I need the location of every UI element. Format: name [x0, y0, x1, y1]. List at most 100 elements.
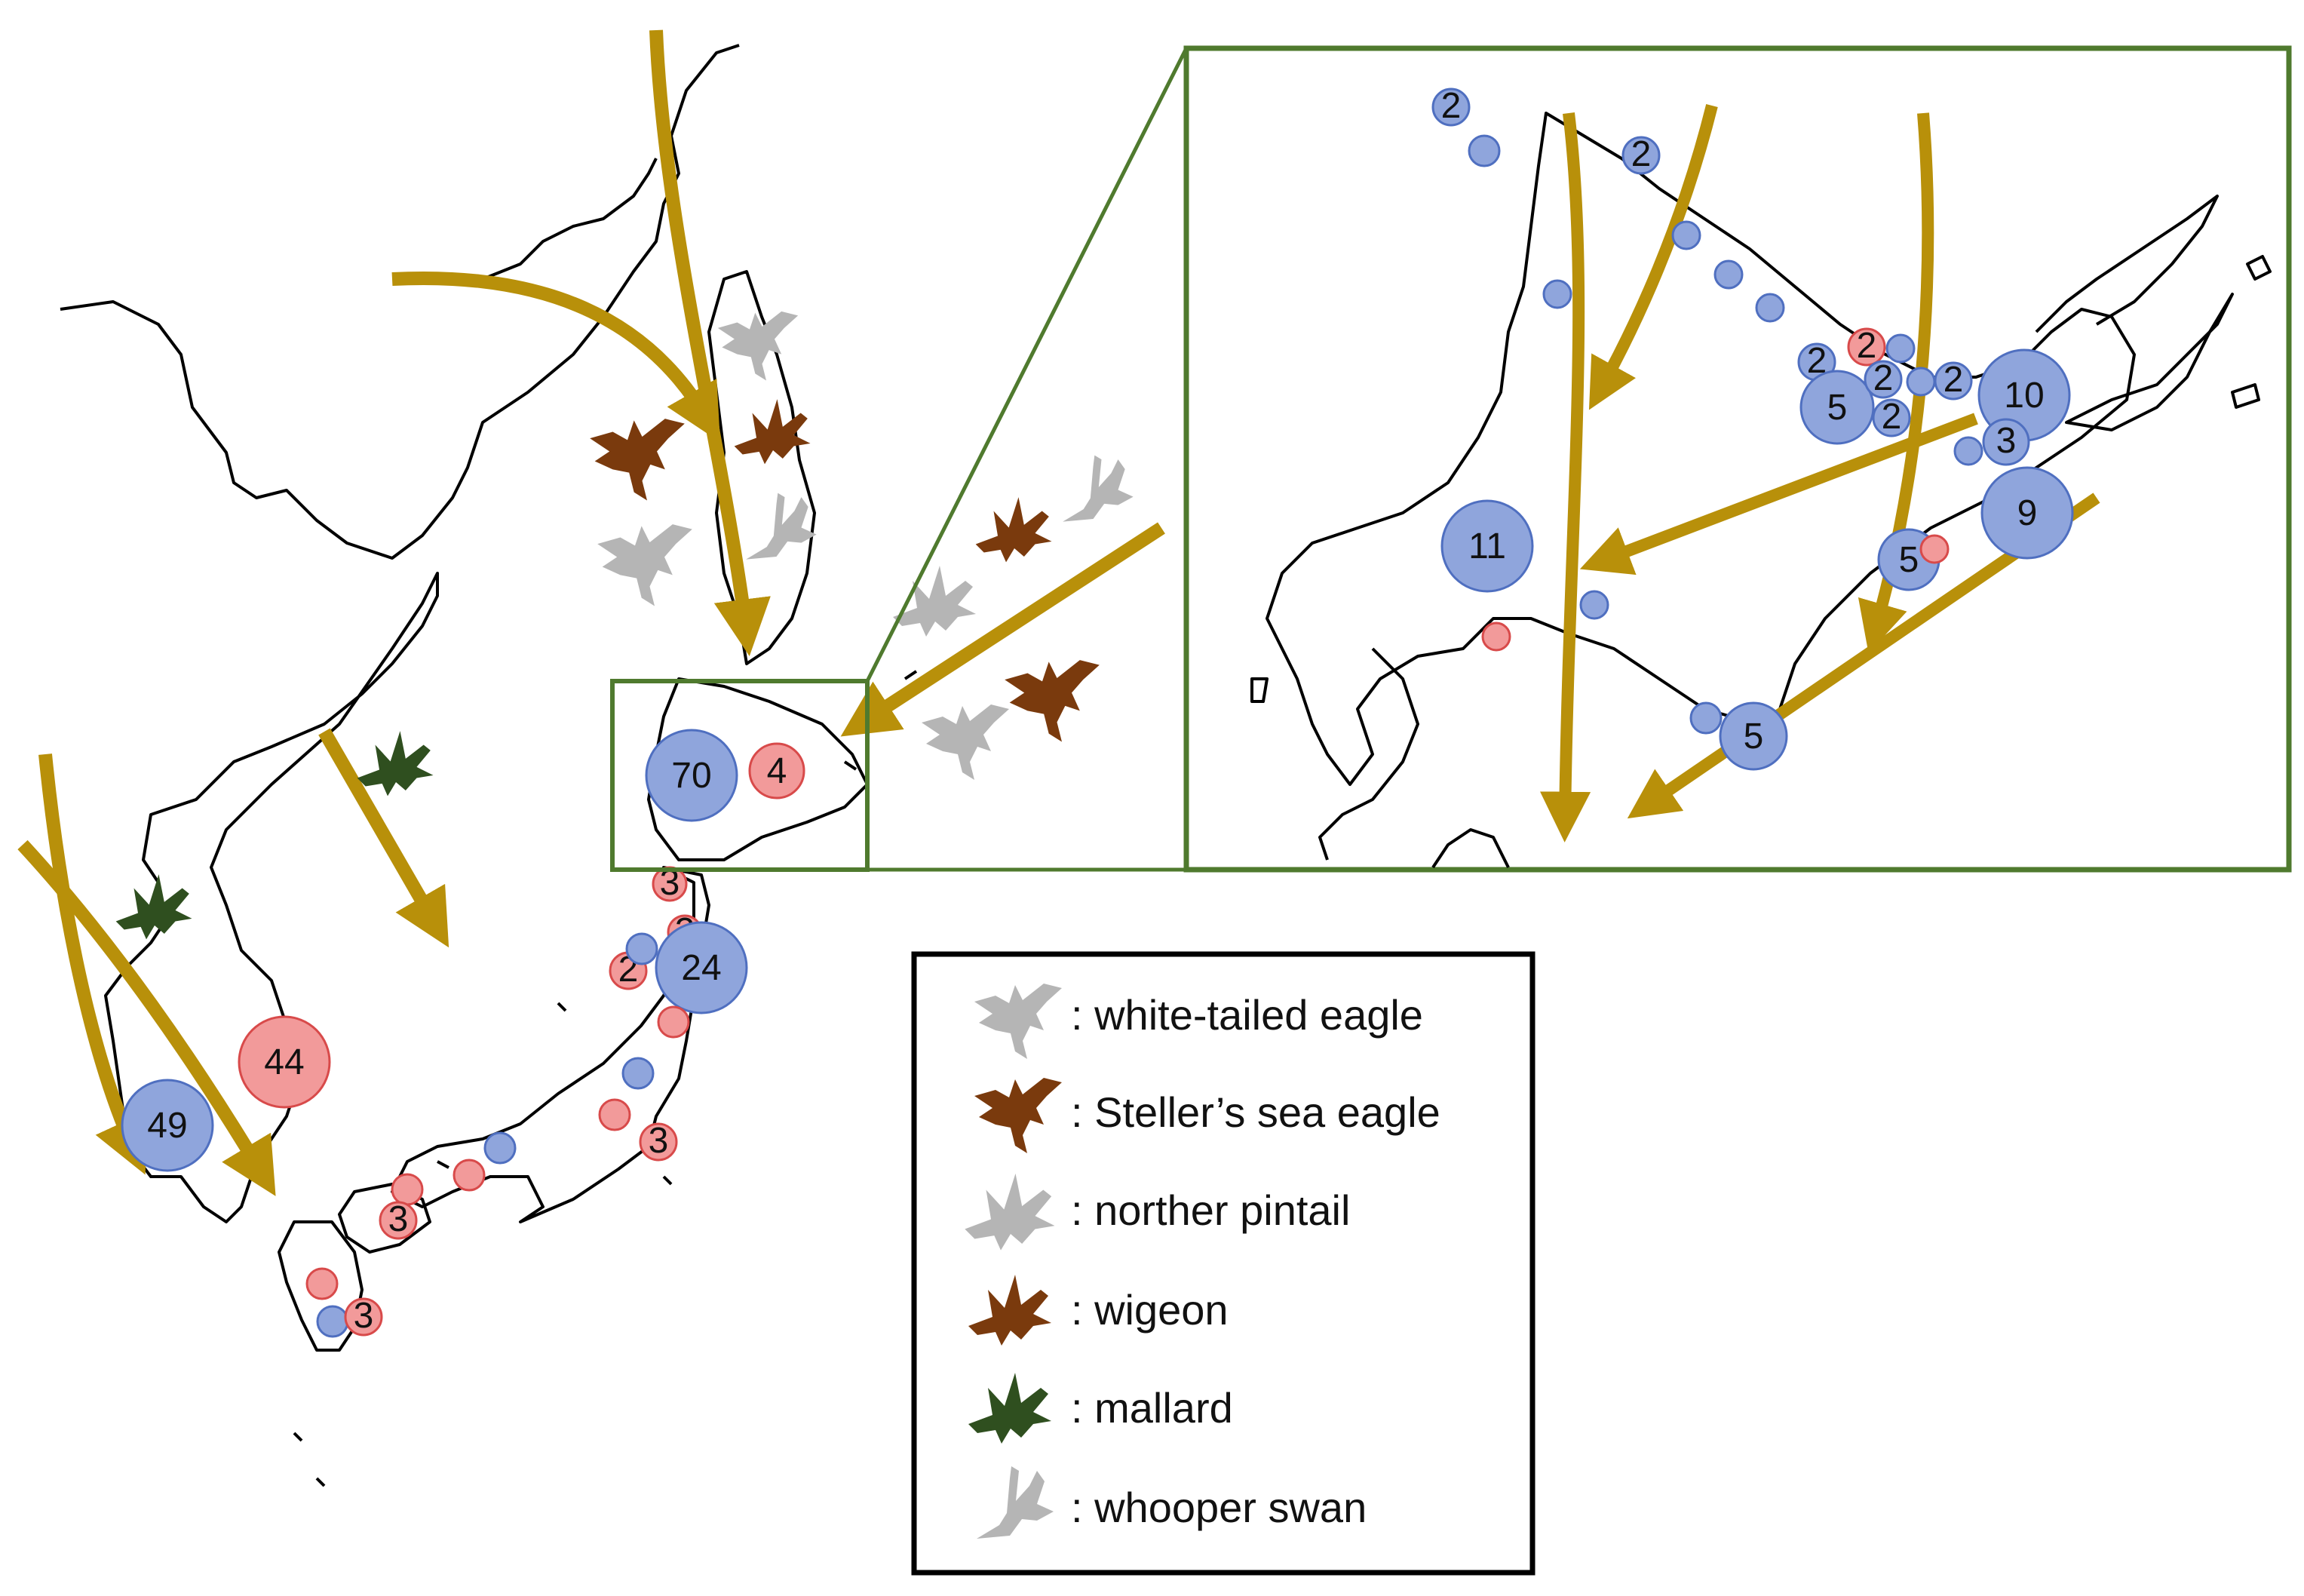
blue-count-circle	[1906, 367, 1936, 397]
legend-label: : mallard	[1071, 1384, 1233, 1432]
blue-count-circle	[483, 1131, 517, 1165]
circle-marker	[1671, 220, 1701, 250]
circle-marker	[1906, 367, 1936, 397]
circle-count-label: 2	[1857, 326, 1877, 366]
circle-marker	[1713, 259, 1744, 290]
legend-label: : wigeon	[1071, 1286, 1229, 1334]
circle-marker	[344, 1297, 383, 1337]
legend-label: : Steller’s sea eagle	[1071, 1088, 1440, 1136]
circle-marker	[1885, 333, 1916, 364]
blue-count-circle	[316, 1305, 349, 1338]
circle-count-label: 2	[1873, 358, 1894, 398]
circle-marker	[1689, 701, 1723, 735]
circle-marker	[379, 1201, 418, 1240]
circle-count-label: 2	[1944, 360, 1964, 400]
circle-marker	[639, 1122, 678, 1162]
circle-count-label: 2	[1631, 134, 1652, 174]
circle-marker	[305, 1267, 339, 1300]
inset-arrow-north	[1588, 104, 1718, 410]
circle-count-label: 2	[1882, 397, 1902, 437]
circle-count-label: 49	[147, 1106, 187, 1146]
red-count-circle: 3	[379, 1199, 418, 1240]
blue-count-circle	[1713, 259, 1744, 290]
circle-marker	[316, 1305, 349, 1338]
circle-marker	[1481, 622, 1511, 652]
circle-marker	[1919, 534, 1950, 564]
blue-count-circle: 5	[1719, 701, 1788, 771]
inset-arrow-shiretoko	[1579, 413, 1978, 575]
legend-item-northern-pintail: : norther pintail	[965, 1173, 1350, 1251]
legend-item-mallard: : mallard	[968, 1373, 1233, 1444]
whooper-swan-icon	[746, 493, 817, 560]
red-count-circle	[1919, 534, 1950, 564]
mallard-icon	[115, 874, 192, 940]
blue-count-circle	[1689, 701, 1723, 735]
blue-count-circle: 2	[1864, 358, 1903, 399]
blue-count-circle	[1885, 333, 1916, 364]
circle-count-label: 5	[1899, 540, 1919, 580]
blue-count-circle	[1542, 279, 1572, 309]
arrow-korea-mid	[17, 839, 276, 1196]
blue-count-circle: 11	[1440, 499, 1534, 593]
circle-marker	[621, 1057, 655, 1090]
legend-item-white-tailed-eagle: : white-tailed eagle	[974, 984, 1423, 1059]
circle-marker	[625, 932, 658, 965]
circle-marker	[1980, 466, 2074, 560]
blue-count-circle: 2	[1431, 86, 1471, 127]
blue-count-circle: 70	[645, 729, 738, 822]
red-count-circle: 4	[748, 742, 805, 800]
siberia-coast	[482, 158, 658, 281]
white-tailed-eagle-icon	[597, 524, 692, 606]
blue-count-circle: 10	[1977, 348, 2071, 442]
circle-marker	[598, 1098, 631, 1131]
blue-count-circle: 49	[121, 1079, 214, 1172]
legend-label: : whooper swan	[1071, 1484, 1367, 1531]
circle-count-label: 4	[767, 751, 787, 791]
blue-count-circle: 2	[1797, 341, 1836, 382]
arrow-north-sakhalin	[649, 29, 771, 657]
circle-count-label: 3	[649, 1121, 669, 1161]
legend-frame	[911, 951, 1535, 1576]
legend-item-wigeon: : wigeon	[968, 1275, 1229, 1346]
circle-count-label: 24	[681, 948, 721, 988]
circle-marker	[1847, 327, 1886, 367]
red-count-circle	[598, 1098, 631, 1131]
blue-count-circle: 5	[1799, 370, 1875, 445]
blue-count-circle: 2	[1934, 360, 1973, 401]
circle-marker	[748, 742, 805, 800]
inset-arrow-west	[1539, 112, 1591, 843]
inset-source-frame	[610, 679, 870, 872]
blue-count-circle: 2	[1872, 397, 1911, 437]
legend-label: : norther pintail	[1071, 1186, 1350, 1234]
circle-marker	[1864, 360, 1903, 399]
circle-count-label: 44	[264, 1042, 304, 1082]
blue-count-circle	[625, 932, 658, 965]
circle-count-label: 5	[1827, 388, 1848, 428]
blue-count-circle: 3	[1982, 418, 2030, 466]
circle-marker	[121, 1079, 214, 1172]
blue-count-circle	[1953, 436, 1983, 466]
circle-marker	[1468, 134, 1501, 167]
blue-count-circle	[1755, 293, 1785, 323]
inset-connector-top	[865, 47, 1189, 683]
circle-marker	[1542, 279, 1572, 309]
blue-count-circle: 24	[655, 921, 748, 1014]
circle-marker	[238, 1015, 331, 1109]
circle-count-label: 3	[354, 1296, 374, 1336]
arrow-kurils	[840, 522, 1165, 737]
stellers-sea-eagle-icon	[590, 419, 685, 501]
blue-count-circle	[1671, 220, 1701, 250]
circle-marker	[1982, 418, 2030, 466]
circle-marker	[1621, 136, 1661, 175]
red-count-circle: 3	[639, 1121, 678, 1162]
legend-label: : white-tailed eagle	[1071, 991, 1423, 1039]
red-count-circle	[305, 1267, 339, 1300]
mainland-coast	[60, 44, 740, 1223]
red-count-circle	[453, 1159, 486, 1192]
shiretoko	[2035, 195, 2219, 333]
arrow-northwest-curve	[391, 271, 721, 443]
circle-marker	[657, 1005, 690, 1039]
circle-count-label: 10	[2004, 376, 2044, 416]
circle-marker	[1755, 293, 1785, 323]
